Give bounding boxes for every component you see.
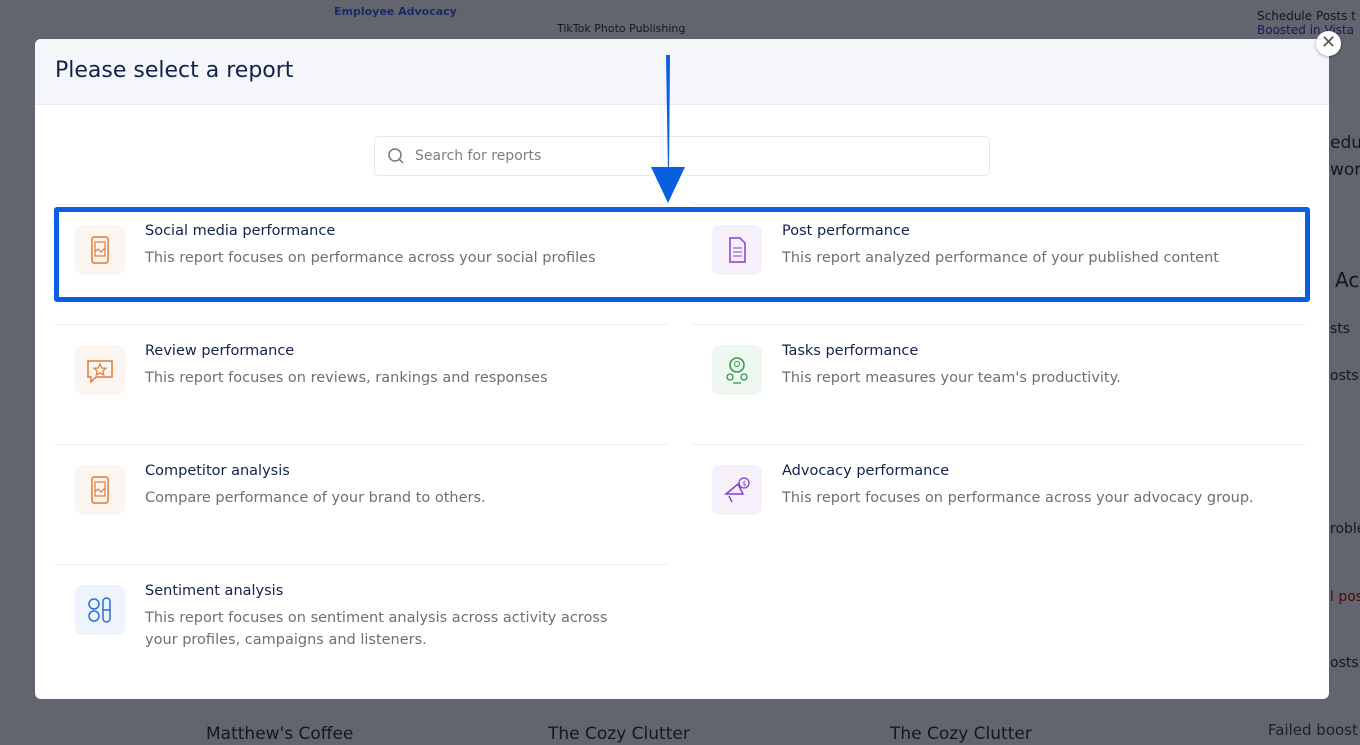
sentiment-icon bbox=[75, 585, 125, 635]
search-input[interactable] bbox=[415, 148, 955, 164]
bg-list-item[interactable]: The Cozy Clutter bbox=[548, 724, 690, 744]
report-title: Post performance bbox=[782, 223, 910, 239]
bg-text: Employee Advocacy bbox=[334, 5, 457, 18]
bg-text: osts bbox=[1330, 368, 1359, 384]
report-card-competitor-analysis[interactable]: Competitor analysis Compare performance … bbox=[55, 444, 669, 556]
report-description: This report focuses on performance acros… bbox=[782, 490, 1254, 506]
megaphone-icon: $ bbox=[712, 465, 762, 515]
star-chat-icon bbox=[75, 345, 125, 395]
report-title: Sentiment analysis bbox=[145, 583, 284, 599]
report-card-social-media-performance[interactable]: Social media performance This report foc… bbox=[55, 204, 669, 316]
bg-text: TikTok Photo Publishing bbox=[557, 22, 686, 35]
bg-text: edul bbox=[1330, 133, 1360, 153]
report-card-advocacy-performance[interactable]: $ Advocacy performance This report focus… bbox=[692, 444, 1306, 556]
bg-text: roble bbox=[1330, 521, 1360, 537]
document-icon bbox=[712, 225, 762, 275]
modal-header: Please select a report bbox=[35, 39, 1329, 105]
bg-text: l pos bbox=[1330, 589, 1360, 605]
report-description: This report focuses on performance acros… bbox=[145, 250, 596, 266]
search-box[interactable] bbox=[374, 136, 990, 176]
bg-list-item[interactable]: Matthew's Coffee bbox=[206, 724, 354, 744]
report-card-tasks-performance[interactable]: Tasks performance This report measures y… bbox=[692, 324, 1306, 436]
report-description: This report measures your team's product… bbox=[782, 370, 1121, 386]
bg-text: work bbox=[1330, 160, 1360, 180]
arrow-down-icon bbox=[651, 55, 685, 203]
report-card-sentiment-analysis[interactable]: Sentiment analysis This report focuses o… bbox=[55, 564, 669, 676]
highlight-box bbox=[54, 207, 1310, 302]
report-description: This report focuses on sentiment analysi… bbox=[145, 610, 608, 648]
report-card-post-performance[interactable]: Post performance This report analyzed pe… bbox=[692, 204, 1306, 316]
modal-title: Please select a report bbox=[55, 58, 294, 83]
report-title: Competitor analysis bbox=[145, 463, 290, 479]
phone-chart-icon bbox=[75, 465, 125, 515]
select-report-modal: Please select a report Social media perf… bbox=[35, 39, 1329, 699]
svg-text:$: $ bbox=[742, 480, 746, 488]
bg-text: Boosted in Vista bbox=[1257, 23, 1355, 37]
search-icon bbox=[388, 148, 404, 164]
report-description: Compare performance of your brand to oth… bbox=[145, 490, 486, 506]
bg-text: Ac bbox=[1335, 268, 1360, 292]
report-description: This report analyzed performance of your… bbox=[782, 250, 1219, 266]
report-title: Social media performance bbox=[145, 223, 336, 239]
bg-text: Schedule Posts t bbox=[1257, 9, 1356, 23]
report-title: Tasks performance bbox=[782, 343, 919, 359]
team-icon bbox=[712, 345, 762, 395]
report-card-review-performance[interactable]: Review performance This report focuses o… bbox=[55, 324, 669, 436]
close-button[interactable]: ✕ bbox=[1316, 31, 1341, 56]
failed-boost-label: Failed boost bbox=[1268, 721, 1358, 739]
report-description: This report focuses on reviews, rankings… bbox=[145, 370, 548, 386]
phone-chart-icon bbox=[75, 225, 125, 275]
bg-text: osts bbox=[1330, 655, 1359, 671]
report-title: Review performance bbox=[145, 343, 295, 359]
bg-text: sts bbox=[1330, 321, 1351, 337]
bg-list-item[interactable]: The Cozy Clutter bbox=[890, 724, 1032, 744]
report-title: Advocacy performance bbox=[782, 463, 950, 479]
